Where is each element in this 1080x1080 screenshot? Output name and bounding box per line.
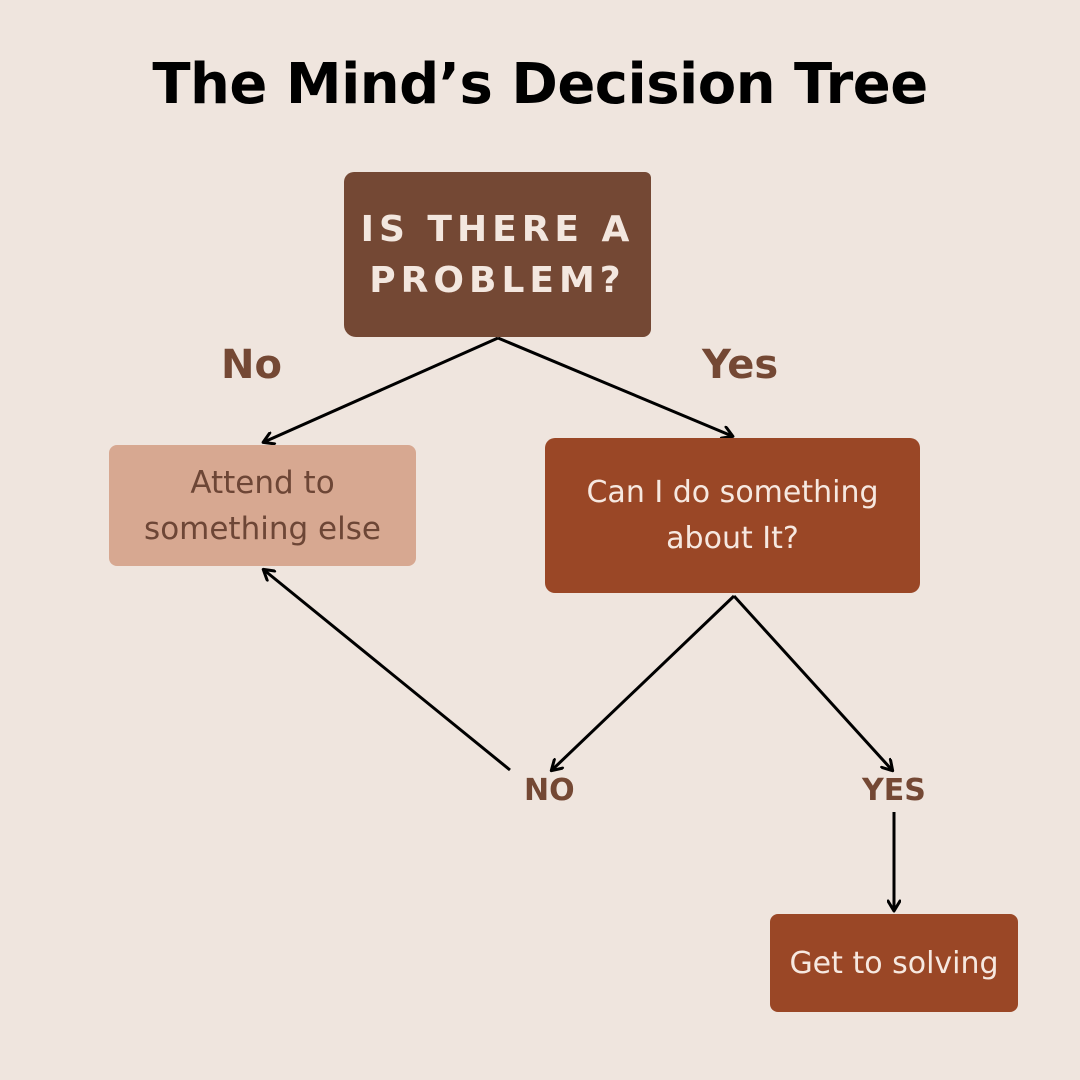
get-to-solving-text: Get to solving: [789, 945, 999, 981]
can-i-act-line1: Can I do something: [586, 474, 879, 510]
can-i-act-node: Can I do something about It?: [545, 438, 920, 593]
edge-label-no-top: No: [221, 342, 282, 388]
root-question-line1: IS THERE A: [360, 208, 635, 250]
arrow-can-to-no: [552, 594, 736, 770]
root-question-line2: PROBLEM?: [369, 259, 626, 301]
attend-else-line2: something else: [144, 510, 381, 547]
edge-label-yes-bottom: YES: [862, 773, 926, 808]
edge-label-yes-top: Yes: [702, 342, 779, 388]
attend-else-line1: Attend to: [190, 464, 335, 501]
root-question-node: IS THERE A PROBLEM?: [344, 172, 651, 337]
edge-label-no-bottom: NO: [524, 773, 575, 808]
arrow-can-to-yes: [732, 594, 892, 770]
arrow-root-to-can: [497, 336, 732, 436]
diagram-title: The Mind’s Decision Tree: [152, 52, 928, 117]
arrow-root-to-attend: [264, 336, 499, 442]
can-i-act-line2: about It?: [666, 520, 799, 556]
get-to-solving-node: Get to solving: [770, 914, 1018, 1012]
attend-else-node: Attend to something else: [109, 445, 416, 566]
arrow-no-to-attend: [264, 570, 511, 772]
